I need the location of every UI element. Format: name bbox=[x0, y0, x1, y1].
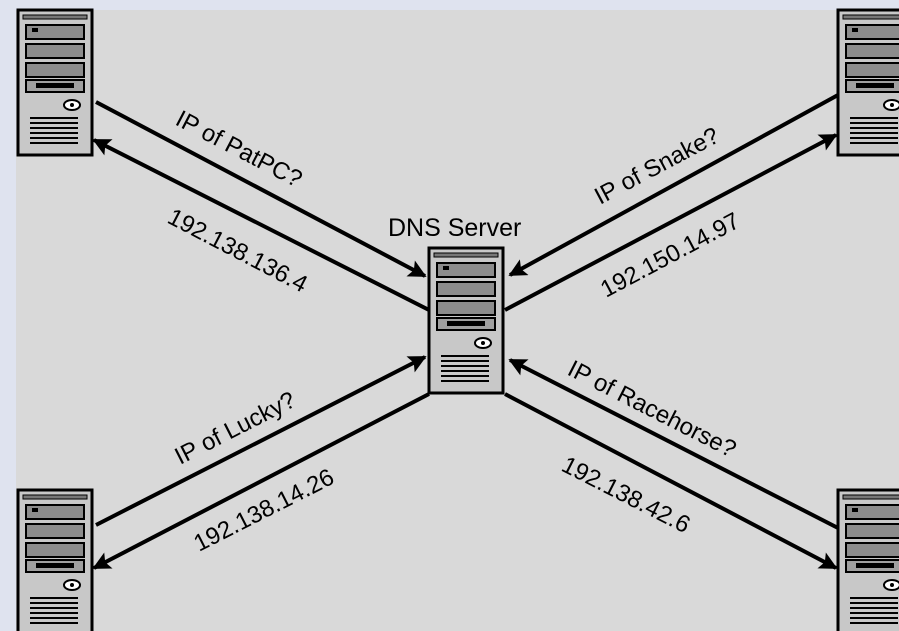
dns-server-label: DNS Server bbox=[388, 214, 521, 242]
reply-arrow-bottom-left bbox=[92, 392, 430, 570]
tower-computer-icon bbox=[836, 488, 899, 631]
tower-computer-icon bbox=[16, 488, 94, 631]
tower-server-icon bbox=[427, 246, 505, 395]
connections bbox=[92, 93, 839, 570]
query-arrow-top-left bbox=[95, 100, 427, 278]
query-arrow-bottom-right bbox=[508, 358, 839, 530]
query-arrow-bottom-left bbox=[95, 355, 427, 527]
reply-arrow-top-left bbox=[92, 138, 430, 312]
query-arrow-top-right bbox=[508, 93, 839, 277]
reply-arrow-top-right bbox=[504, 133, 838, 312]
tower-computer-icon bbox=[16, 8, 94, 157]
reply-arrow-bottom-right bbox=[504, 392, 838, 570]
tower-computer-icon bbox=[836, 8, 899, 157]
